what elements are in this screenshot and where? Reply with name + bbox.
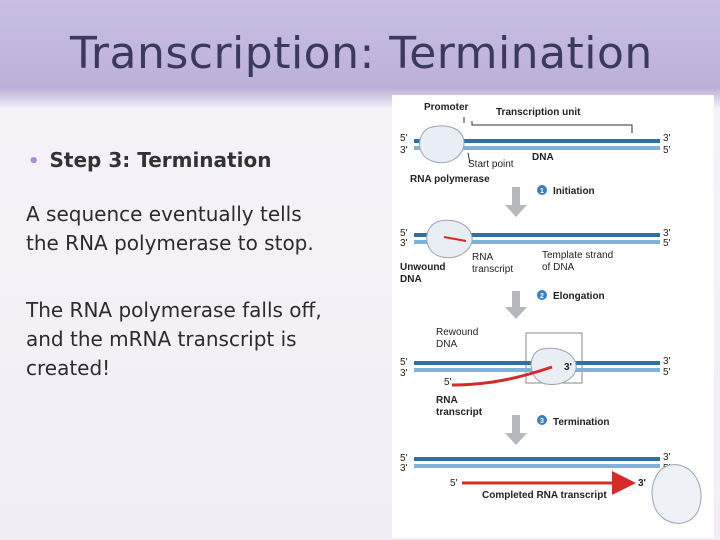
stage-2-number: 2 <box>540 293 544 300</box>
elongation-3prime: 3' <box>564 362 572 373</box>
start-point-tick <box>467 152 471 164</box>
rna-5prime-label: 5' <box>444 377 452 388</box>
label-promoter: Promoter <box>424 102 469 113</box>
paragraph-2-line-3: created! <box>26 356 111 380</box>
rna-polymerase-shape-2 <box>426 219 473 259</box>
rna-transcript-short <box>443 236 467 242</box>
stage-2-circle-icon <box>537 290 547 300</box>
dna-top-3prime-label: 3' <box>400 145 408 156</box>
paragraph-1: A sequence eventually tells the RNA poly… <box>26 200 386 258</box>
label-elongation: Elongation <box>553 291 605 302</box>
label-template-strand-1: Template strand <box>542 250 613 261</box>
label-transcription-unit: Transcription unit <box>496 107 581 118</box>
paragraph-2-line-2: and the mRNA transcript is <box>26 327 297 351</box>
dna-3-3prime-label: 3' <box>400 368 408 379</box>
label-rewound-dna-2: DNA <box>436 339 457 350</box>
rna-transcript-growing <box>451 365 553 387</box>
completed-rna-3prime: 3' <box>638 478 646 489</box>
dna-top-5prime-right: 5' <box>663 145 671 156</box>
paragraph-2-line-1: The RNA polymerase falls off, <box>26 298 322 322</box>
paragraph-1-line-1: A sequence eventually tells <box>26 202 302 226</box>
dna-4-3prime-right: 3' <box>663 452 671 463</box>
label-termination: Termination <box>553 417 609 428</box>
dna-3-3prime-right: 3' <box>663 356 671 367</box>
label-rna-polymerase: RNA polymerase <box>410 174 490 185</box>
label-dna: DNA <box>532 152 554 163</box>
stage-1-arrow-icon <box>505 187 527 217</box>
rna-polymerase-shape-1 <box>419 125 465 164</box>
stage-2-arrow-icon <box>505 291 527 319</box>
dna-top-3prime-right: 3' <box>663 133 671 144</box>
dna-top-5prime-label: 5' <box>400 133 408 144</box>
transcription-figure: Promoter Transcription unit 5' 3' 3' 5' … <box>392 95 714 538</box>
stage-3-circle-icon <box>537 415 547 425</box>
label-rna-transcript-1b: transcript <box>472 264 513 275</box>
bullet-item: • Step 3: Termination <box>28 148 388 172</box>
stage-1-circle-icon <box>537 185 547 195</box>
dna-2-5prime-right: 5' <box>663 238 671 249</box>
dna-3-5prime-label: 5' <box>400 357 408 368</box>
paragraph-1-line-2: the RNA polymerase to stop. <box>26 231 314 255</box>
dna-2-3prime-right: 3' <box>663 228 671 239</box>
label-unwound-dna-1: Unwound <box>400 262 446 273</box>
label-rna-transcript-2b: transcript <box>436 407 483 418</box>
transcription-diagram: Promoter Transcription unit 5' 3' 3' 5' … <box>400 102 702 524</box>
transcription-unit-bracket <box>471 121 633 133</box>
label-rna-transcript-2a: RNA <box>436 395 458 406</box>
slide-title: Transcription: Termination <box>70 28 653 79</box>
stage-3-arrow-icon <box>505 415 527 445</box>
label-template-strand-2: of DNA <box>542 262 575 273</box>
completed-rna-5prime: 5' <box>450 478 458 489</box>
dna-2-3prime-label: 3' <box>400 238 408 249</box>
label-unwound-dna-2: DNA <box>400 274 422 285</box>
dna-4-3prime-label: 3' <box>400 463 408 474</box>
stage-3-number: 3 <box>540 418 544 425</box>
dna-4-5prime-label: 5' <box>400 453 408 464</box>
label-completed-rna: Completed RNA transcript <box>482 490 607 501</box>
label-rewound-dna-1: Rewound <box>436 327 478 338</box>
paragraph-2: The RNA polymerase falls off, and the mR… <box>26 296 386 383</box>
label-initiation: Initiation <box>553 186 595 197</box>
bullet-dot-icon: • <box>28 151 40 172</box>
dna-3-5prime-right: 5' <box>663 367 671 378</box>
dna-2-5prime-label: 5' <box>400 228 408 239</box>
label-start-point: Start point <box>468 159 514 170</box>
label-rna-transcript-1a: RNA <box>472 252 493 263</box>
rna-polymerase-released <box>651 464 702 524</box>
rna-polymerase-shape-3 <box>530 347 577 386</box>
bullet-text: Step 3: Termination <box>49 148 272 172</box>
stage-1-number: 1 <box>540 188 544 195</box>
